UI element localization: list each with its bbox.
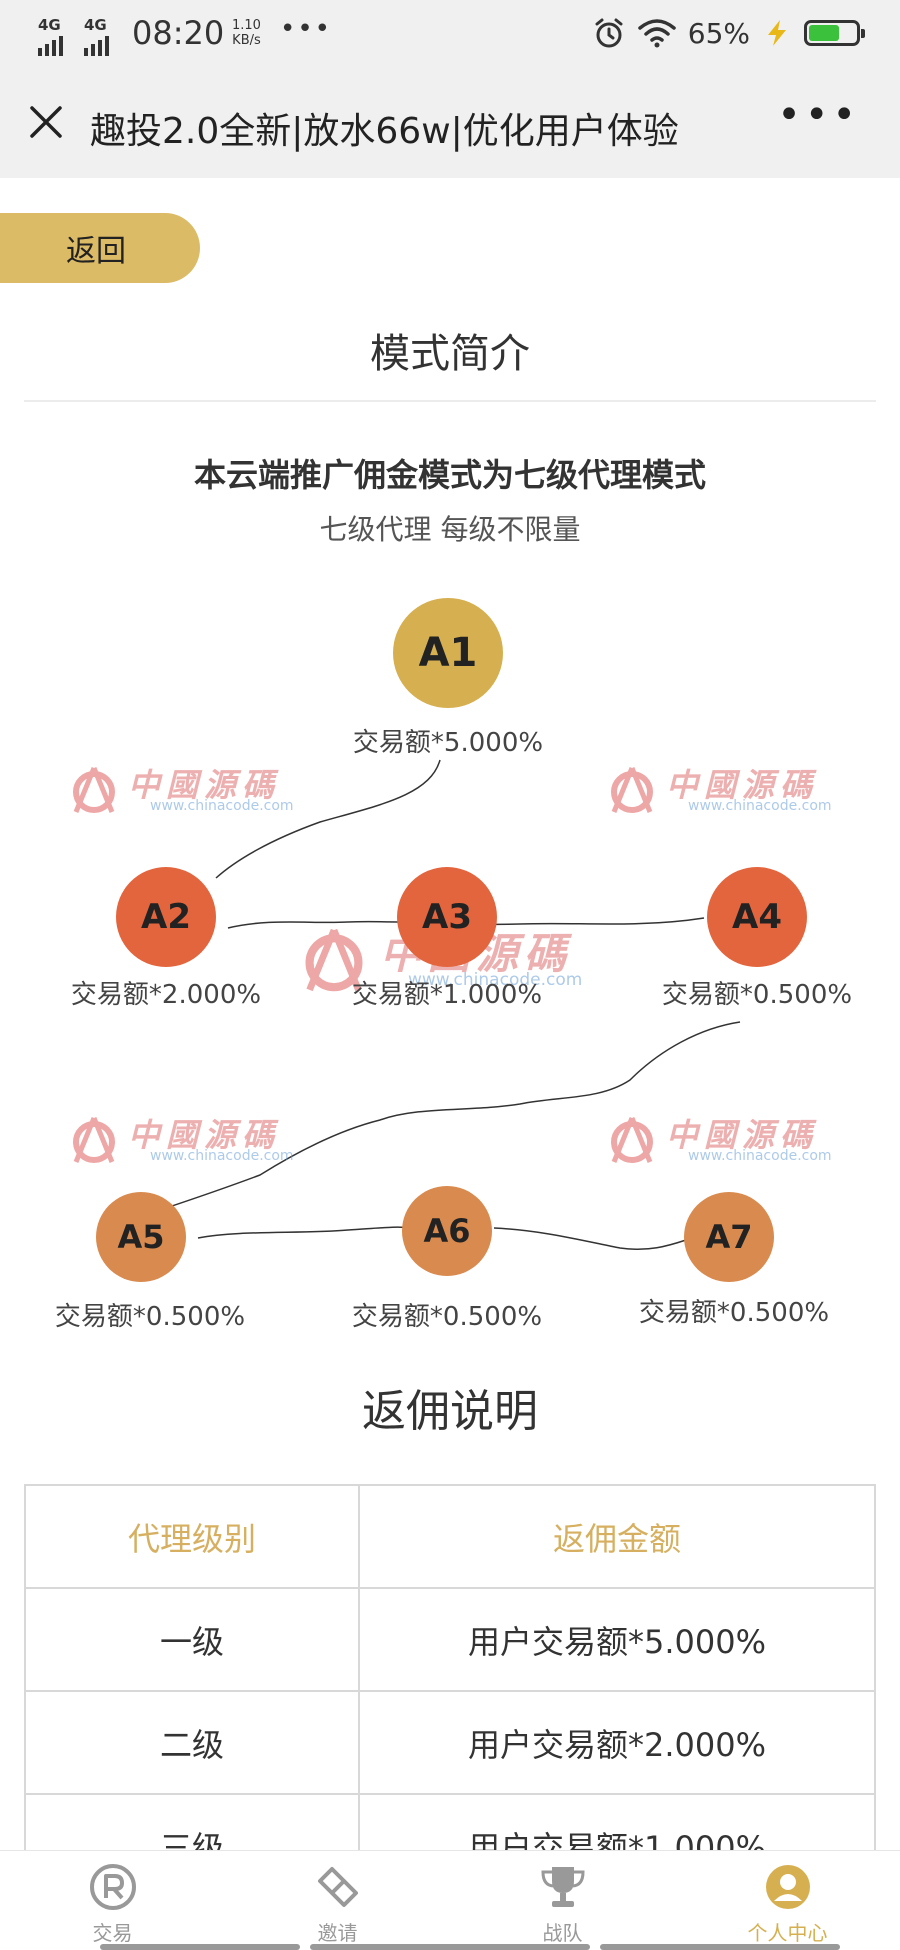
alarm-icon <box>595 18 623 48</box>
battery-icon <box>804 20 865 46</box>
network-type-2: 4G <box>84 16 107 34</box>
agent-rate-a4: 交易额*0.500% <box>661 980 853 1010</box>
agent-node-a2: A2 <box>116 867 216 967</box>
agent-node-a7: A7 <box>684 1192 774 1282</box>
close-icon[interactable] <box>24 100 68 144</box>
user-icon <box>765 1865 810 1909</box>
watermark-url: www.chinacode.com <box>688 798 832 814</box>
agent-rate-a1: 交易额*5.000% <box>352 728 544 758</box>
connector-a1-a2 <box>215 759 441 879</box>
table-header-row: 代理级别 返佣金额 <box>24 1484 876 1589</box>
agent-rate-a6: 交易额*0.500% <box>351 1302 543 1332</box>
tab-label: 个人中心 <box>747 1921 828 1945</box>
agent-node-a1: A1 <box>393 598 503 708</box>
agent-rate-a2: 交易额*2.000% <box>70 980 262 1010</box>
watermark-logo-icon <box>305 928 363 992</box>
connector-a5-a6 <box>197 1226 411 1239</box>
status-right: 65% <box>592 16 865 50</box>
table-cell-amount: 用户交易额*2.000% <box>358 1690 876 1795</box>
bottom-tab-bar: 交易 邀请 战队 个人中心 <box>0 1850 900 1950</box>
diagram-title: 本云端推广佣金模式为七级代理模式 <box>193 456 706 494</box>
watermark-url: www.chinacode.com <box>150 1148 294 1164</box>
refund-table: 代理级别 返佣金额 一级 用户交易额*5.000% 二级 用户交易额*2.000… <box>24 1484 876 1898</box>
network-type-1: 4G <box>38 16 61 34</box>
agent-model-diagram: 本云端推广佣金模式为七级代理模式 七级代理 每级不限量 中國源碼 www.chi… <box>0 420 900 1340</box>
table-cell-level: 二级 <box>24 1690 360 1795</box>
speed-value: 1.10 <box>232 18 261 33</box>
watermark-logo-icon <box>73 767 115 813</box>
page-title: 趣投2.0全新|放水66w|优化用户体验 <box>90 111 679 152</box>
nav-bar: 趣投2.0全新|放水66w|优化用户体验 ••• <box>0 70 900 178</box>
agent-node-a5: A5 <box>96 1192 186 1282</box>
tab-team[interactable]: 战队 <box>450 1851 675 1950</box>
signal-bars-icon <box>38 36 63 56</box>
wifi-icon <box>638 19 676 48</box>
watermark-url: www.chinacode.com <box>688 1148 832 1164</box>
tab-trade[interactable]: 交易 <box>0 1851 225 1950</box>
watermark-logo-icon <box>611 767 653 813</box>
table-header-amount: 返佣金额 <box>358 1484 876 1589</box>
watermark-text: 中國源碼 <box>128 766 281 804</box>
tab-label: 战队 <box>542 1921 583 1945</box>
watermark-text: 中國源碼 <box>128 1116 281 1154</box>
watermark: 中國源碼 www.chinacode.com <box>66 760 306 820</box>
connector-a4-a5 <box>159 1021 741 1211</box>
tab-label: 交易 <box>92 1921 133 1945</box>
watermark-url: www.chinacode.com <box>408 970 583 990</box>
connector-a6-a7 <box>493 1227 687 1251</box>
scroll-indicator <box>100 1944 300 1950</box>
registered-icon <box>89 1864 136 1910</box>
tab-invite[interactable]: 邀请 <box>225 1851 450 1950</box>
back-button[interactable]: 返回 <box>0 213 200 283</box>
refund-title: 返佣说明 <box>362 1386 538 1437</box>
cell-signal-1: 4G <box>38 16 63 56</box>
table-row: 二级 用户交易额*2.000% <box>24 1690 876 1795</box>
tab-label: 邀请 <box>317 1921 358 1945</box>
watermark: 中國源碼 www.chinacode.com <box>604 1110 844 1170</box>
watermark-logo-icon <box>73 1117 115 1163</box>
watermark-text: 中國源碼 <box>666 1116 819 1154</box>
status-bar: 4G 4G 08:20 1.10 KB/s ••• 65% <box>0 0 900 70</box>
charging-icon <box>768 20 786 46</box>
notification-dots: ••• <box>280 14 333 44</box>
agent-node-a3: A3 <box>397 867 497 967</box>
watermark-logo-icon <box>611 1117 653 1163</box>
agent-rate-a5: 交易额*0.500% <box>54 1302 246 1332</box>
diamond-link-icon <box>317 1867 358 1907</box>
battery-percent: 65% <box>687 16 750 50</box>
more-menu-button[interactable]: ••• <box>777 92 860 138</box>
watermark-text: 中國源碼 <box>666 766 819 804</box>
agent-node-a4: A4 <box>707 867 807 967</box>
scroll-indicator <box>600 1944 840 1950</box>
agent-rate-a3: 交易额*1.000% <box>351 980 543 1010</box>
table-cell-amount: 用户交易额*5.000% <box>358 1587 876 1692</box>
watermark: 中國源碼 www.chinacode.com <box>66 1110 306 1170</box>
cell-signal-2: 4G <box>84 16 109 56</box>
trophy-icon <box>540 1867 585 1907</box>
table-cell-level: 一级 <box>24 1587 360 1692</box>
clock: 08:20 <box>132 14 225 52</box>
signal-bars-icon <box>84 36 109 56</box>
battery-level <box>809 25 839 41</box>
table-row: 一级 用户交易额*5.000% <box>24 1587 876 1692</box>
section-title: 模式简介 <box>24 300 876 402</box>
agent-node-a6: A6 <box>402 1186 492 1276</box>
watermark-url: www.chinacode.com <box>150 798 294 814</box>
diagram-subtitle: 七级代理 每级不限量 <box>319 513 581 546</box>
tab-profile[interactable]: 个人中心 <box>675 1851 900 1950</box>
scroll-indicator <box>310 1944 590 1950</box>
network-speed: 1.10 KB/s <box>232 18 261 48</box>
speed-unit: KB/s <box>232 33 261 48</box>
watermark: 中國源碼 www.chinacode.com <box>604 760 844 820</box>
agent-rate-a7: 交易额*0.500% <box>638 1298 830 1328</box>
table-header-level: 代理级别 <box>24 1484 360 1589</box>
